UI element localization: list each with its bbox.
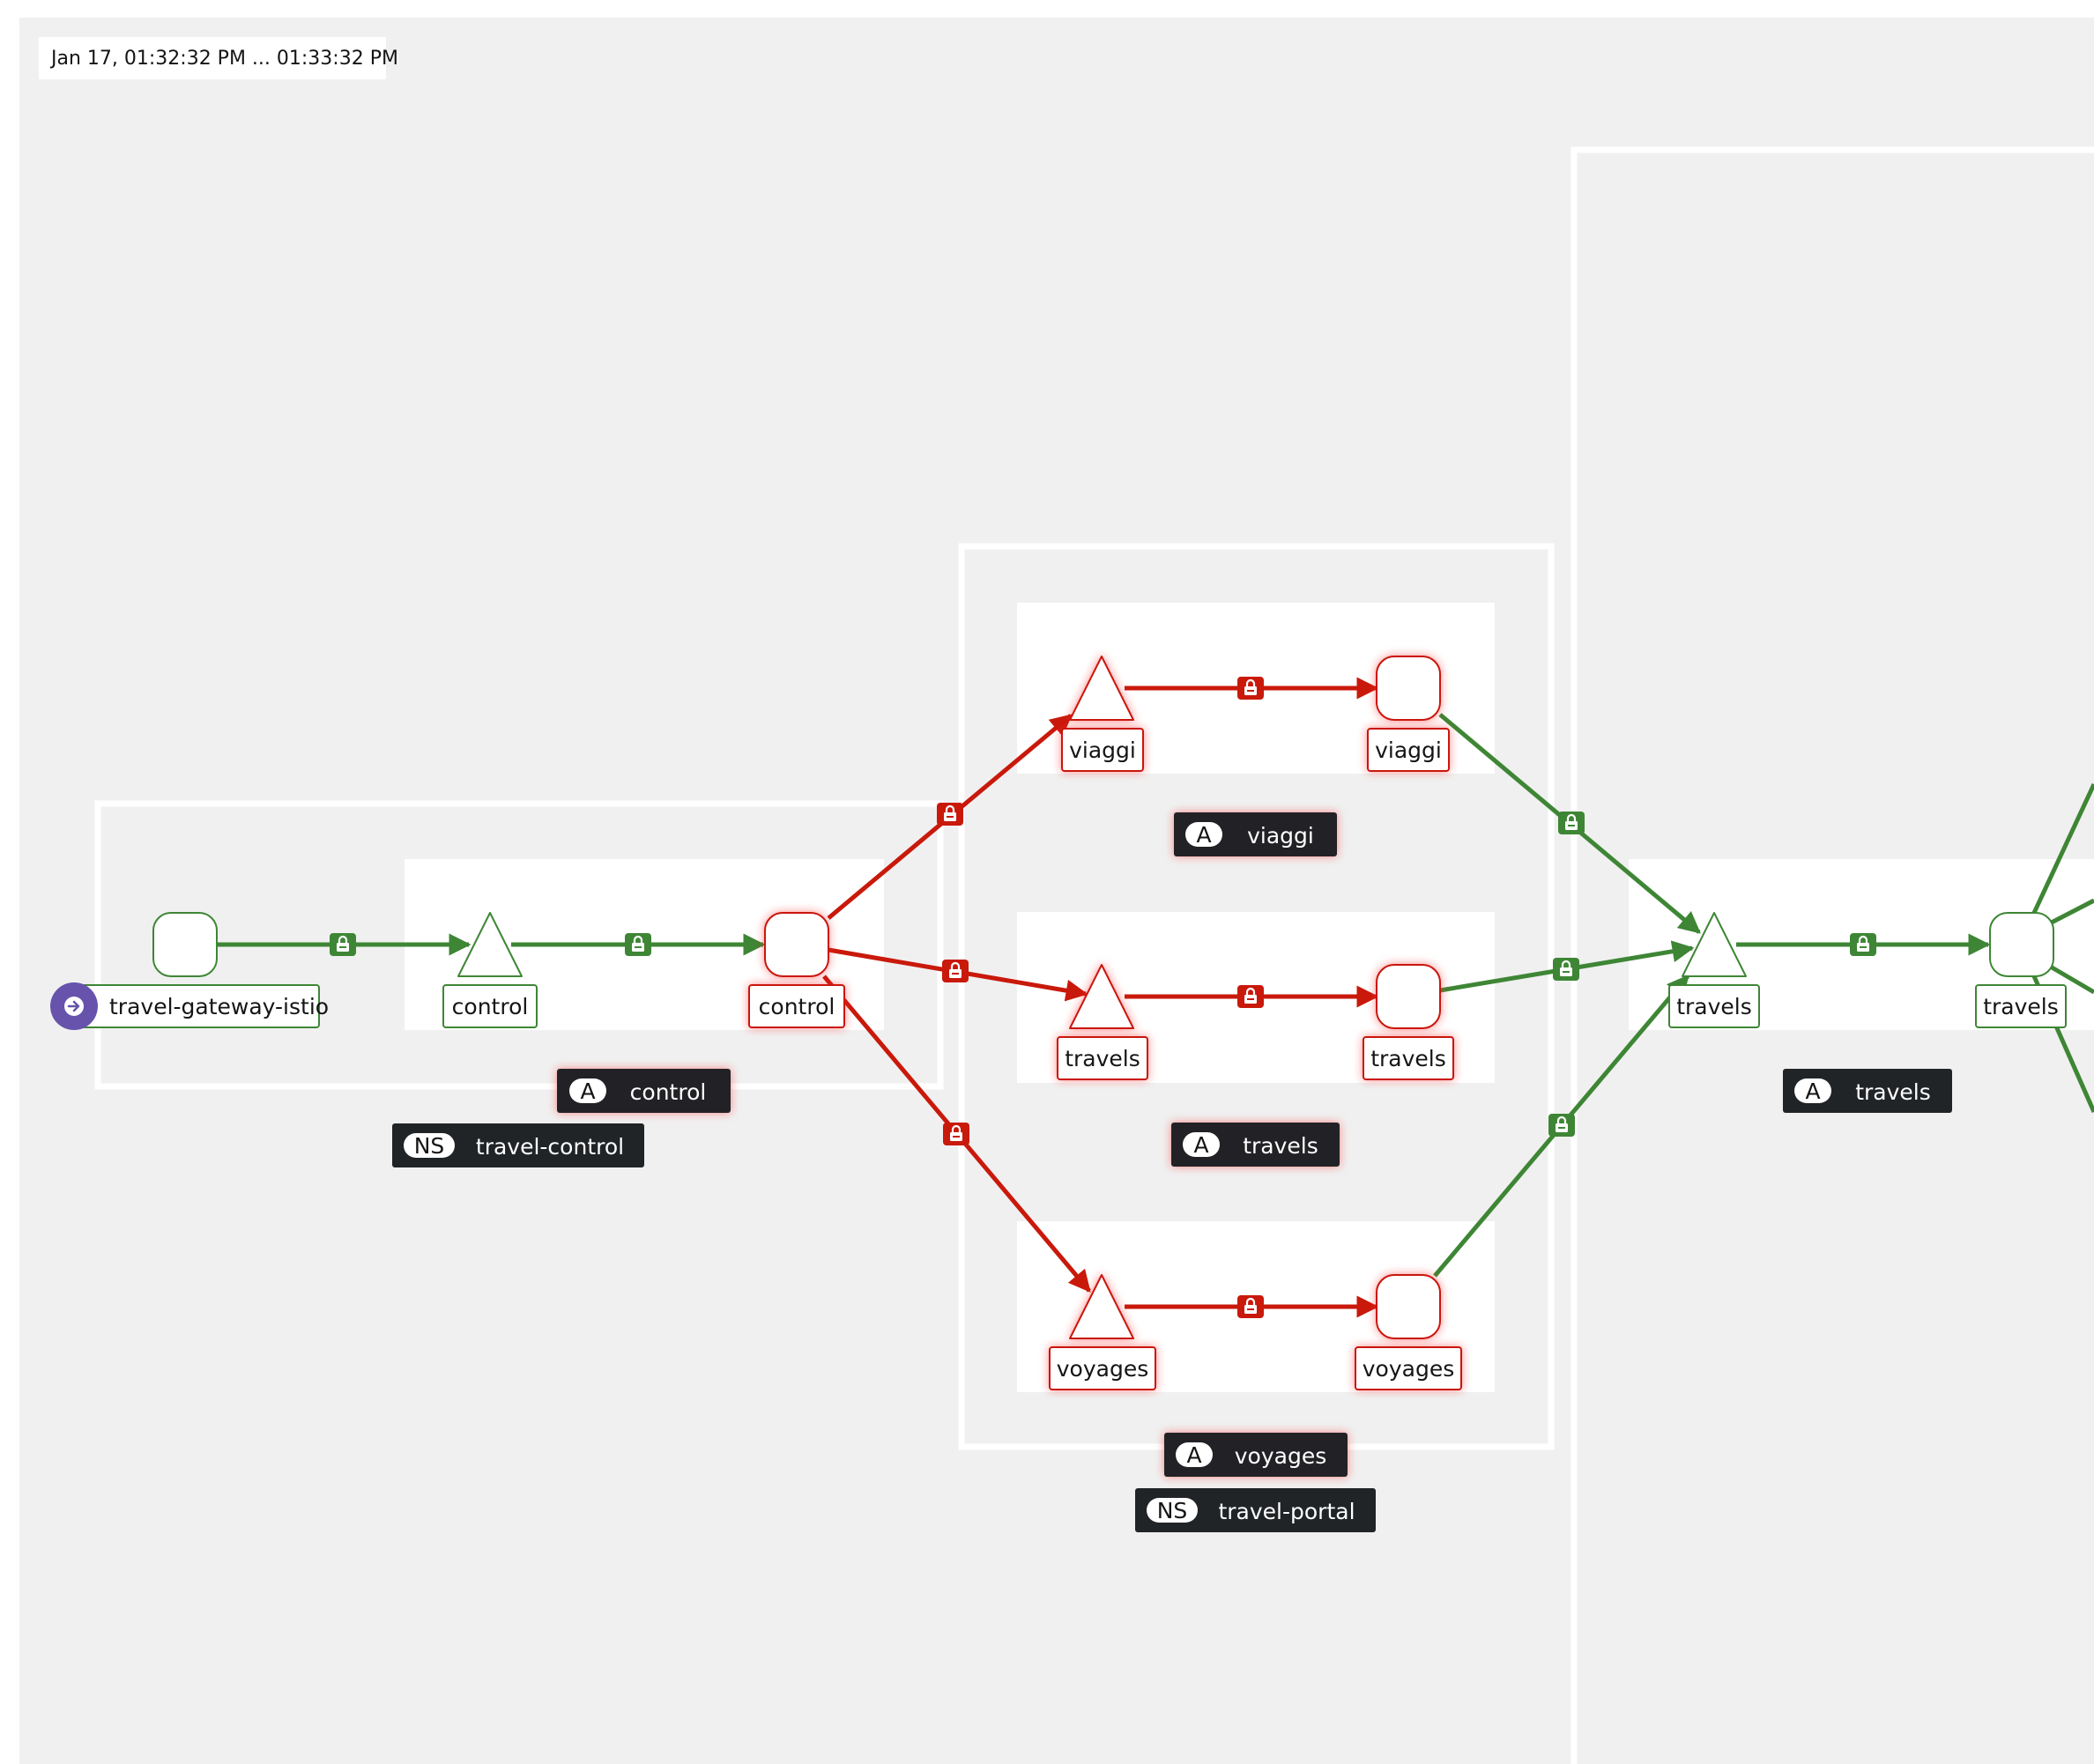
node-label-control-service[interactable]	[442, 984, 538, 1028]
node-label-voyages-workload-text: voyages	[1363, 1356, 1454, 1382]
node-travels-agency-workload[interactable]	[1989, 912, 2054, 977]
lock-icon	[1237, 1295, 1264, 1318]
namespace-badge-travel-control[interactable]	[392, 1123, 644, 1167]
app-tag: A	[1805, 1078, 1820, 1104]
node-label-viaggi-service[interactable]	[1061, 728, 1144, 772]
node-travels-portal-workload[interactable]	[1376, 964, 1441, 1029]
node-label-travels-agency-service[interactable]	[1668, 984, 1760, 1028]
namespace-tag: NS	[1157, 1498, 1188, 1523]
app-tag: A	[1193, 1132, 1208, 1158]
time-range-box: Jan 17, 01:32:32 PM ... 01:33:32 PM	[39, 37, 398, 79]
lock-icon	[1548, 1114, 1575, 1137]
namespace-tag: NS	[414, 1133, 445, 1159]
time-range-text: Jan 17, 01:32:32 PM ... 01:33:32 PM	[49, 48, 398, 70]
node-voyages-workload[interactable]	[1376, 1274, 1441, 1339]
node-label-viaggi-service-text: viaggi	[1069, 737, 1136, 763]
node-label-viaggi-workload-text: viaggi	[1375, 737, 1442, 763]
app-badge-travels-portal[interactable]	[1171, 1123, 1340, 1167]
node-travels-agency-service[interactable]	[1682, 912, 1747, 977]
lock-icon	[937, 803, 963, 826]
node-label-travels-portal-workload[interactable]	[1363, 1036, 1454, 1080]
app-badge-viaggi[interactable]	[1174, 812, 1337, 856]
lock-icon	[942, 960, 969, 982]
app-tag: A	[1186, 1442, 1201, 1468]
node-label-viaggi-workload[interactable]	[1367, 728, 1450, 772]
app-badge-travels-agency-label: travels	[1855, 1079, 1931, 1105]
app-badge-control[interactable]	[557, 1069, 731, 1113]
node-control-workload[interactable]	[764, 912, 829, 977]
node-label-gateway-text: travel-gateway-istio	[109, 994, 329, 1019]
node-label-control-workload[interactable]	[748, 984, 845, 1028]
node-label-travels-portal-service[interactable]	[1057, 1036, 1148, 1080]
app-badge-voyages-label: voyages	[1235, 1443, 1326, 1469]
namespace-badge-travel-portal[interactable]	[1135, 1488, 1376, 1532]
node-label-voyages-service-text: voyages	[1057, 1356, 1148, 1382]
node-label-travels-agency-workload-text: travels	[1983, 994, 2059, 1019]
app-badge-travels-portal-label: travels	[1243, 1133, 1318, 1159]
app-tag: A	[1196, 822, 1211, 848]
lock-icon	[1237, 677, 1264, 700]
lock-icon	[330, 933, 356, 956]
namespace-badge-travel-control-label: travel-control	[476, 1134, 624, 1160]
node-label-control-workload-text: control	[759, 994, 835, 1019]
lock-icon	[625, 933, 651, 956]
node-label-travels-agency-workload[interactable]	[1975, 984, 2067, 1028]
lock-icon	[1558, 812, 1585, 834]
node-label-voyages-service[interactable]	[1049, 1346, 1156, 1390]
namespace-badge-travel-portal-label: travel-portal	[1218, 1499, 1355, 1524]
node-voyages-service[interactable]	[1069, 1274, 1134, 1339]
lock-icon	[1237, 985, 1264, 1008]
lock-icon	[1553, 958, 1579, 981]
arrow-circle-icon	[50, 982, 98, 1030]
app-badge-voyages[interactable]	[1164, 1433, 1348, 1477]
node-viaggi-workload[interactable]	[1376, 656, 1441, 721]
app-badge-control-label: control	[630, 1079, 707, 1105]
edge-travels-agency-out-1[interactable]	[2031, 782, 2094, 915]
namespace-box-travel-control[interactable]	[94, 800, 944, 1090]
node-travels-portal-service[interactable]	[1069, 964, 1134, 1029]
lock-icon	[943, 1123, 969, 1145]
node-viaggi-service[interactable]	[1069, 656, 1134, 721]
node-label-travels-portal-service-text: travels	[1065, 1046, 1140, 1071]
node-gateway[interactable]	[152, 912, 218, 977]
app-tag: A	[580, 1078, 595, 1104]
node-label-control-service-text: control	[452, 994, 529, 1019]
node-label-travels-agency-service-text: travels	[1676, 994, 1752, 1019]
app-badge-travels-agency[interactable]	[1783, 1069, 1952, 1113]
node-label-travels-portal-workload-text: travels	[1370, 1046, 1446, 1071]
app-badge-viaggi-label: viaggi	[1247, 823, 1314, 849]
node-label-voyages-workload[interactable]	[1355, 1346, 1462, 1390]
node-control-service[interactable]	[457, 912, 523, 977]
lock-icon	[1850, 933, 1876, 956]
